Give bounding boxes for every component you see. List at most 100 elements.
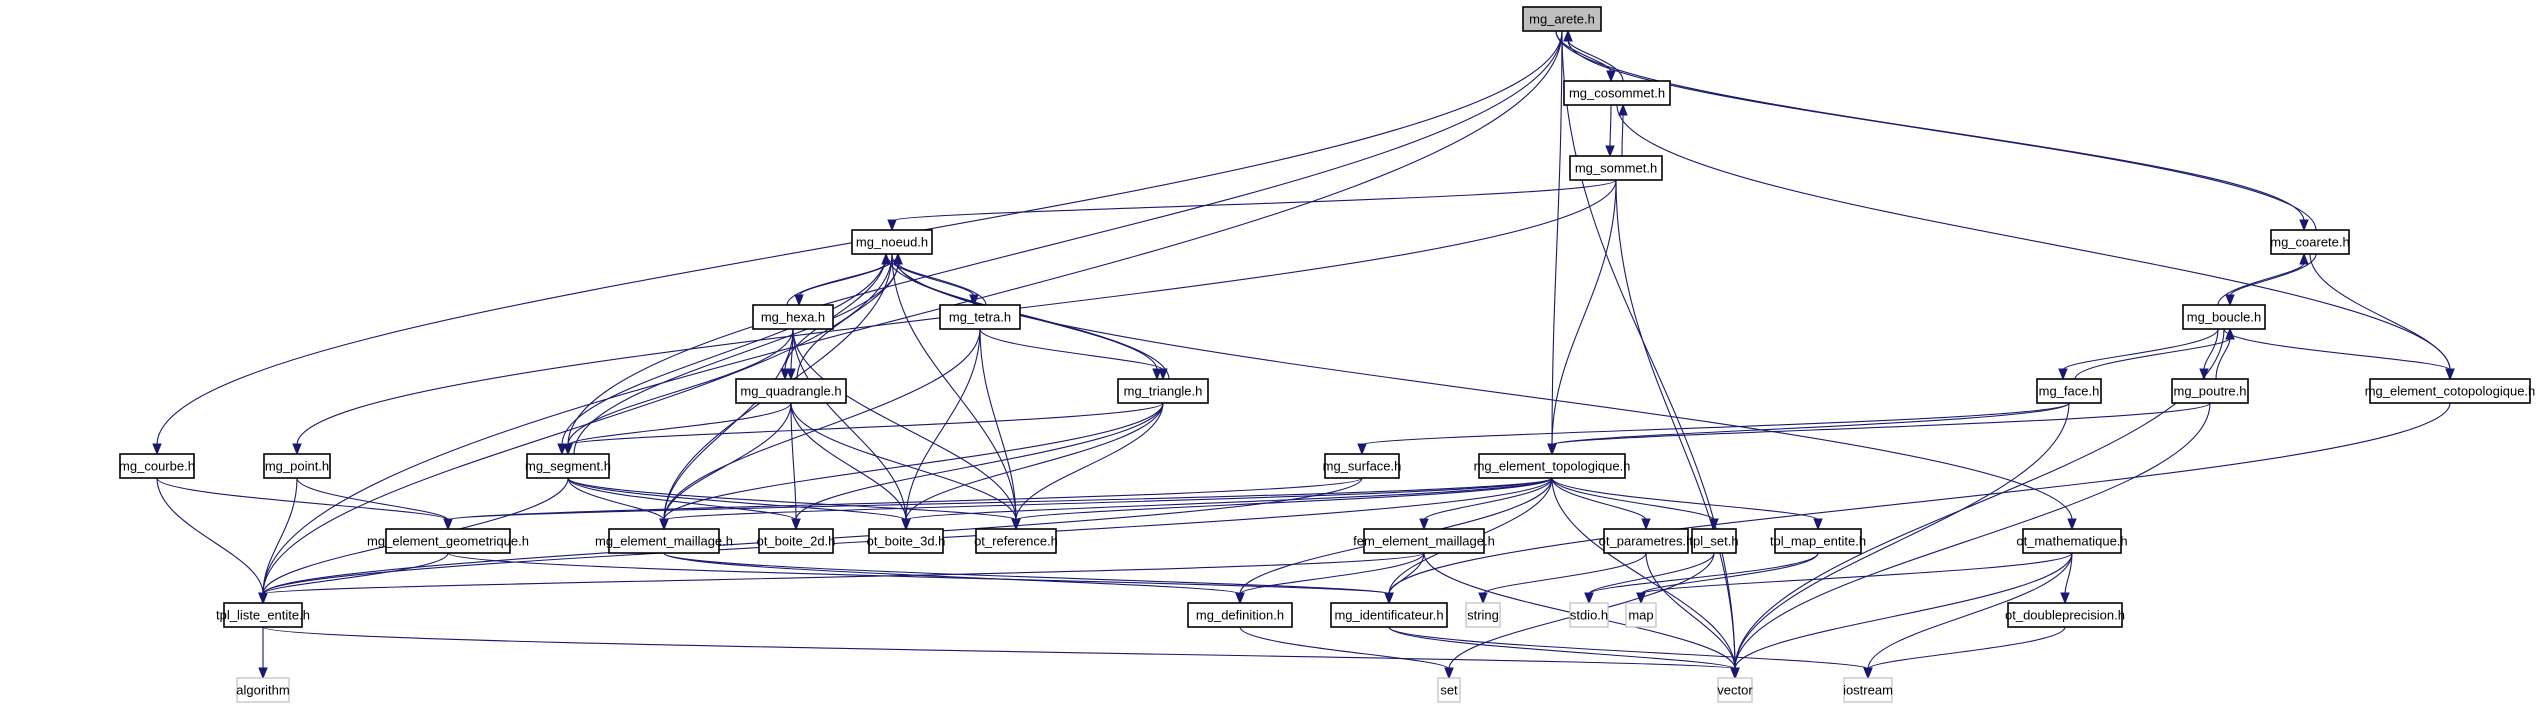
edge-mg_boucle-to-vector	[1730, 328, 2225, 680]
node-fem-element-maillage[interactable]: fem_element_maillage.h	[1353, 528, 1495, 554]
node-label: mg_cosommet.h	[1569, 86, 1665, 101]
node-label: stdio.h	[1570, 608, 1608, 623]
node-box	[1363, 528, 1485, 554]
node-box	[1117, 378, 1209, 404]
node-mg-coarete[interactable]: mg_coarete.h	[2270, 229, 2350, 255]
node-mg-hexa[interactable]: mg_hexa.h	[752, 304, 834, 330]
node-box	[1569, 602, 1609, 628]
node-mg-segment[interactable]: mg_segment.h	[525, 453, 611, 479]
node-mg-sommet[interactable]: mg_sommet.h	[1569, 155, 1663, 181]
node-label: ot_reference.h	[974, 534, 1058, 549]
node-ot-mathematique[interactable]: ot_mathematique.h	[2016, 528, 2128, 554]
edge-mg_identificateur-to-iostream	[1388, 626, 1873, 680]
node-mg-cosommet[interactable]: mg_cosommet.h	[1563, 80, 1671, 106]
edge-fem_element_maillage-to-tpl_liste_entite	[258, 552, 1425, 605]
node-ot-boite-3d[interactable]: ot_boite_3d.h	[867, 528, 946, 554]
node-label: ot_boite_3d.h	[867, 534, 946, 549]
node-label: tpl_set.h	[1689, 534, 1738, 549]
node-box	[2182, 304, 2266, 330]
edge-fem_element_maillage-to-mg_identificateur	[1384, 552, 1425, 605]
edge-tpl_liste_entite-to-algorithm	[258, 627, 268, 680]
node-mg-courbe[interactable]: mg_courbe.h	[119, 453, 195, 479]
node-label: mg_element_cotopologique.h	[2365, 384, 2536, 399]
node-mg-surface[interactable]: mg_surface.h	[1323, 453, 1402, 479]
node-box	[1465, 602, 1501, 628]
node-mg-element-cotopologique[interactable]: mg_element_cotopologique.h	[2365, 378, 2536, 404]
node-mg-tetra[interactable]: mg_tetra.h	[939, 304, 1021, 330]
node-box	[1843, 677, 1893, 703]
node-label: string	[1467, 608, 1499, 623]
node-label: mg_surface.h	[1323, 459, 1402, 474]
node-label: mg_segment.h	[525, 459, 611, 474]
edge-mg_element_topologique-to-ot_parametres	[1551, 477, 1651, 531]
edge-mg_boucle-to-mg_poutre	[2199, 328, 2219, 381]
node-mg-face[interactable]: mg_face.h	[2036, 378, 2102, 404]
node-stdio: stdio.h	[1569, 602, 1609, 628]
node-label: mg_identificateur.h	[1334, 608, 1443, 623]
edge-mg_arete-to-mg_element_topologique	[1547, 30, 1563, 456]
node-tpl-liste-entite[interactable]: tpl_liste_entite.h	[216, 602, 310, 628]
edge-mg_segment-to-ot_boite_2d	[567, 477, 801, 531]
edge-mg_element_topologique-to-tpl_set	[1551, 477, 1719, 531]
node-box	[1324, 453, 1400, 479]
node-label: mg_face.h	[2039, 384, 2100, 399]
node-label: mg_element_maillage.h	[595, 534, 733, 549]
node-box	[1603, 528, 1689, 554]
node-box	[1522, 6, 1602, 32]
node-box	[1691, 528, 1737, 554]
edge-mg_arete-to-tpl_liste_entite	[258, 30, 1563, 605]
node-mg-poutre[interactable]: mg_poutre.h	[2171, 378, 2249, 404]
node-ot-boite-2d[interactable]: ot_boite_2d.h	[757, 528, 836, 554]
node-vector: vector	[1717, 677, 1753, 703]
edge-mg_noeud-to-mg_quadrangle	[780, 253, 887, 381]
node-box	[939, 304, 1021, 330]
node-box	[851, 229, 933, 255]
edge-mg_tetra-to-ot_boite_3d	[901, 328, 981, 531]
node-mg-element-maillage[interactable]: mg_element_maillage.h	[595, 528, 733, 554]
node-mg-definition[interactable]: mg_definition.h	[1187, 602, 1293, 628]
edge-mg_coarete-to-mg_arete	[1563, 29, 2317, 231]
node-box	[1563, 80, 1671, 106]
node-mg-identificateur[interactable]: mg_identificateur.h	[1330, 602, 1448, 628]
edge-mg_element_topologique-to-mg_element_geometrique	[443, 477, 1553, 531]
node-mg-noeud[interactable]: mg_noeud.h	[851, 229, 933, 255]
edge-mg_element_topologique-to-fem_element_maillage	[1419, 477, 1553, 531]
edge-mg_cosommet-to-mg_sommet	[1605, 104, 1615, 158]
node-label: vector	[1717, 683, 1753, 698]
node-mg-boucle[interactable]: mg_boucle.h	[2182, 304, 2266, 330]
node-ot-doubleprecision[interactable]: ot_doubleprecision.h	[2005, 602, 2125, 628]
edge-mg_sommet-to-mg_cosommet	[1618, 103, 1628, 157]
node-label: tpl_liste_entite.h	[216, 608, 310, 623]
node-box	[385, 528, 511, 554]
node-box	[735, 378, 847, 404]
node-ot-parametres[interactable]: ot_parametres.h	[1599, 528, 1694, 554]
edge-tpl_liste_entite-to-vector	[262, 626, 1740, 680]
node-label: ot_mathematique.h	[2016, 534, 2127, 549]
node-mg-point[interactable]: mg_point.h	[263, 453, 331, 479]
node-set: set	[1437, 677, 1461, 703]
edge-mg_noeud-to-mg_hexa	[794, 253, 899, 307]
edge-mg_face-to-mg_surface	[1357, 402, 2070, 456]
edge-fem_element_maillage-to-mg_definition	[1235, 552, 1425, 605]
edge-mg_boucle-to-mg_face	[2058, 328, 2219, 381]
edge-mg_sommet-to-mg_noeud	[887, 179, 1617, 232]
node-map: map	[1625, 602, 1657, 628]
edge-tpl_map_entite-to-stdio	[1584, 552, 1819, 605]
node-mg-element-geometrique[interactable]: mg_element_geometrique.h	[367, 528, 529, 554]
edge-mg_element_topologique-to-ot_boite_3d	[901, 477, 1553, 531]
node-ot-reference[interactable]: ot_reference.h	[974, 528, 1058, 554]
node-label: mg_tetra.h	[949, 310, 1011, 325]
node-mg-triangle[interactable]: mg_triangle.h	[1117, 378, 1209, 404]
edge-mg_courbe-to-tpl_liste_entite	[156, 477, 268, 605]
node-box	[223, 602, 303, 628]
node-mg-quadrangle[interactable]: mg_quadrangle.h	[735, 378, 847, 404]
node-tpl-map-entite[interactable]: tpl_map_entite.h	[1770, 528, 1866, 554]
node-label: mg_hexa.h	[761, 310, 825, 325]
node-label: algorithm	[236, 683, 289, 698]
node-mg-element-topologique[interactable]: mg_element_topologique.h	[1474, 453, 1631, 479]
node-tpl-set[interactable]: tpl_set.h	[1689, 528, 1739, 554]
edges-layer	[152, 29, 2455, 680]
edge-mg_boucle-to-mg_element_cotopologique	[2223, 328, 2455, 381]
edge-mg_tetra-to-mg_triangle	[979, 328, 1168, 381]
node-iostream: iostream	[1843, 677, 1893, 703]
